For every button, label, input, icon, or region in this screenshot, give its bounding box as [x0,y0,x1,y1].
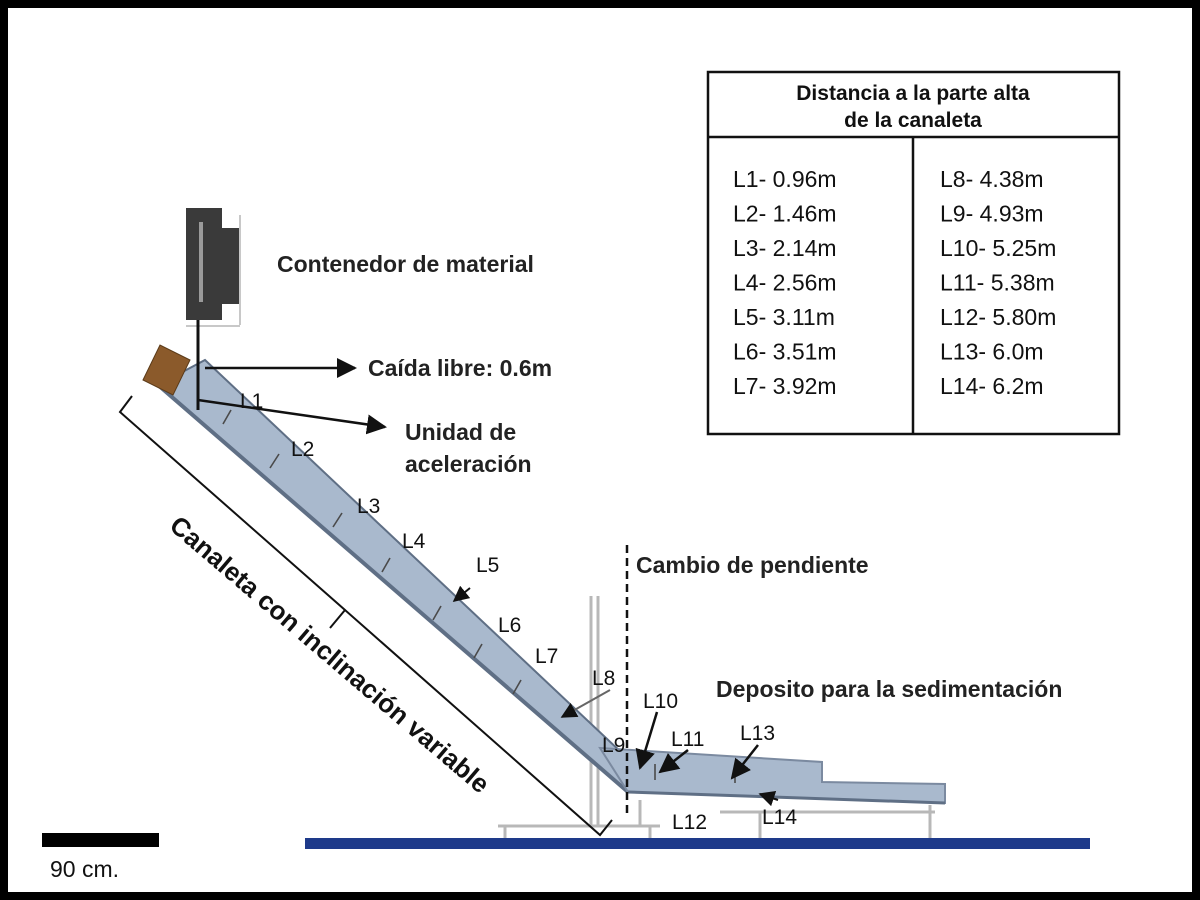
l8-arrow [560,689,611,718]
marker-l6: L6 [498,614,521,637]
table-cell-left-4: L4- 2.56m [733,270,837,296]
deposit-bottom-edge [627,790,946,805]
scale-bar-label: 90 cm. [50,856,119,882]
l13-arrow [730,744,759,780]
acceleration-label-1: Unidad de [405,419,516,445]
table-cell-left-3: L3- 2.14m [733,235,837,261]
marker-l10: L10 [643,690,678,713]
slope-change-label: Cambio de pendiente [636,552,869,578]
material-container-icon [186,208,241,327]
channel-bracket [118,395,613,837]
support-frame [498,596,935,838]
marker-l5: L5 [476,554,499,577]
table-cell-left-2: L2- 1.46m [733,201,837,227]
container-label: Contenedor de material [277,251,534,277]
deposit-label: Deposito para la sedimentación [716,676,1062,702]
l5-arrow [452,585,471,603]
table-cell-left-6: L6- 3.51m [733,339,837,365]
marker-l3: L3 [357,495,380,518]
table-cell-right-4: L11- 5.38m [940,270,1055,296]
marker-l8: L8 [592,667,615,690]
acceleration-block [142,344,191,396]
settling-deposit [598,746,946,805]
table-cell-left-1: L1- 0.96m [733,166,837,192]
l11-arrow [658,749,689,774]
table-cell-right-1: L8- 4.38m [940,166,1044,192]
inclined-channel-edge [156,383,630,794]
acceleration-label-2: aceleración [405,451,532,477]
marker-l13: L13 [740,722,775,745]
table-cell-right-2: L9- 4.93m [940,201,1044,227]
table-header-line-2: de la canaleta [844,109,982,132]
channel-label: Canaleta con inclinación variable [164,510,496,799]
marker-l9: L9 [602,734,625,757]
marker-l11: L11 [671,728,704,751]
table-cell-right-5: L12- 5.80m [940,304,1056,330]
distance-table: Distancia a la parte alta de la canaleta… [706,70,1121,436]
marker-l4: L4 [402,530,426,553]
table-header-line-1: Distancia a la parte alta [796,82,1030,105]
marker-l1: L1 [240,390,263,413]
ground-base [305,838,1090,849]
marker-l14: L14 [762,806,797,829]
l10-arrow [635,711,659,770]
marker-l12: L12 [672,811,707,834]
table-cell-right-7: L14- 6.2m [940,373,1044,399]
table-cell-right-6: L13- 6.0m [940,339,1044,365]
table-cell-left-5: L5- 3.11m [733,304,835,330]
marker-l7: L7 [535,645,558,668]
scale-bar [42,833,159,847]
acceleration-arrow [197,398,387,435]
free-fall-label: Caída libre: 0.6m [368,355,552,381]
table-cell-right-3: L10- 5.25m [940,235,1056,261]
marker-l2: L2 [291,438,314,461]
l14-arrow [758,790,779,807]
table-cell-left-7: L7- 3.92m [733,373,837,399]
